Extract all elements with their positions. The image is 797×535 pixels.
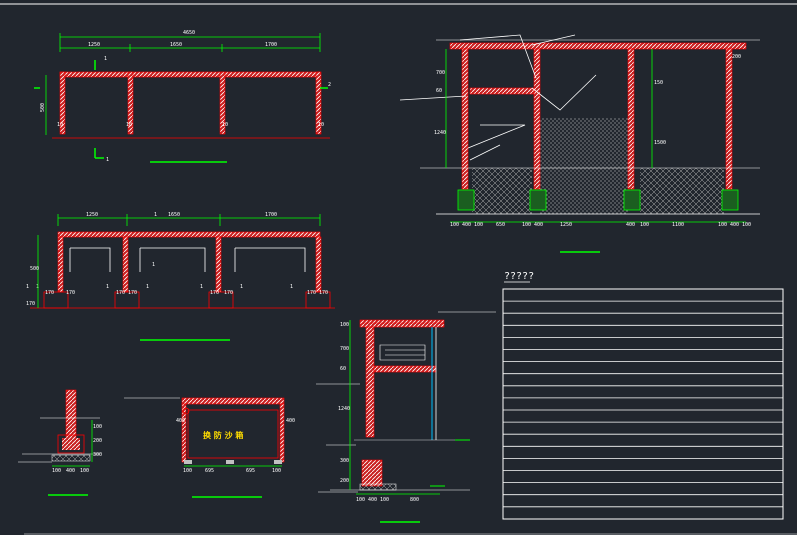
- plan-mid-base-1: 170: [45, 290, 54, 296]
- sign-dim-2: 695: [205, 468, 214, 474]
- plan-mid-base-4: 170: [128, 290, 137, 296]
- plan-top-span-1: 1250: [88, 42, 100, 48]
- small-detail-side-3: 300: [93, 452, 102, 458]
- small-detail: 100 400 100 100 200 300: [18, 389, 102, 496]
- elev-bottom-dim: 400: [626, 222, 635, 228]
- plan-top-side-dim: 500: [40, 103, 46, 112]
- plan-mid-mark: 1: [154, 212, 157, 218]
- elev-bottom-dim: 400: [462, 222, 471, 228]
- plan-top-overall-dim: 4650: [183, 30, 195, 36]
- elev-bottom-dim: 100: [640, 222, 649, 228]
- small-detail-dim-1: 100: [52, 468, 61, 474]
- plan-mid-span-1: 1250: [86, 212, 98, 218]
- plan-mid-mark-5: 1: [240, 284, 243, 290]
- plan-top-mark-3: 1: [106, 157, 109, 163]
- plan-mid-mark-4: 1: [200, 284, 203, 290]
- plan-top-post-1: 10: [57, 122, 63, 128]
- elev-bottom-dim: 100: [718, 222, 727, 228]
- section-left-1: 100: [340, 322, 349, 328]
- plan-mid-span-2: 1650: [168, 212, 180, 218]
- section-bottom-2: 400: [368, 497, 377, 503]
- elev-bottom-dim: 100: [450, 222, 459, 228]
- section-left-3: 60: [340, 366, 346, 372]
- small-detail-dim-2: 400: [66, 468, 75, 474]
- sign-dim-3: 695: [246, 468, 255, 474]
- plan-mid-mark-1: 1: [36, 284, 39, 290]
- plan-mid-mark-3: 1: [146, 284, 149, 290]
- plan-top-post-3: 10: [222, 122, 228, 128]
- plan-mid-mark-2: 1: [106, 284, 109, 290]
- sign-dim-4: 100: [272, 468, 281, 474]
- section-left-2: 700: [340, 346, 349, 352]
- elev-bottom-dim: 100: [742, 222, 751, 228]
- notes-table: ?????: [502, 271, 784, 520]
- elev-right-dim-3: 1500: [654, 140, 666, 146]
- plan-mid-base-8: 170: [319, 290, 328, 296]
- plan-top-post-2: 10: [126, 122, 132, 128]
- plan-mid-base-7: 170: [307, 290, 316, 296]
- plan-top-span-2: 1650: [170, 42, 182, 48]
- plan-top-post-4: 10: [318, 122, 324, 128]
- plan-mid-base-3: 170: [116, 290, 125, 296]
- plan-mid-base-6: 170: [224, 290, 233, 296]
- section-bottom: 100 700 60 1240 300 200 100 400 100 800: [316, 311, 496, 523]
- plan-top: 4650 1250 1650 1700 10 10 10 10 500 1 1 …: [34, 30, 331, 163]
- elev-left-dim-3: 1240: [434, 130, 446, 136]
- sign-side-1: 400: [176, 418, 185, 424]
- elev-bottom-dim: 1100: [672, 222, 684, 228]
- elev-left-dim-2: 60: [436, 88, 442, 94]
- small-detail-side-2: 200: [93, 438, 102, 444]
- sign-dim-1: 100: [183, 468, 192, 474]
- section-left-6: 200: [340, 478, 349, 484]
- sign-side-2: 400: [286, 418, 295, 424]
- elev-bottom-dim: 400: [730, 222, 739, 228]
- plan-mid-mark-7: 1: [152, 262, 155, 268]
- elev-bottom-dim: 100: [474, 222, 483, 228]
- plan-mid-base-2: 170: [66, 290, 75, 296]
- elev-left-dim-1: 700: [436, 70, 445, 76]
- plan-mid-base-5: 170: [210, 290, 219, 296]
- sign-detail: 换 防 沙 箱 100 695 695 100 400 400: [124, 397, 295, 498]
- section-bottom-3: 100: [380, 497, 389, 503]
- plan-top-span-3: 1700: [265, 42, 277, 48]
- notes-title: ?????: [504, 271, 534, 282]
- section-bottom-1: 100: [356, 497, 365, 503]
- small-detail-side-1: 100: [93, 424, 102, 430]
- plan-mid-mark-6: 1: [290, 284, 293, 290]
- elev-right-dim-2: 150: [654, 80, 663, 86]
- elev-bottom-dim: 100: [522, 222, 531, 228]
- elev-bottom-dim: 1250: [560, 222, 572, 228]
- plan-top-mark-2: 2: [328, 82, 331, 88]
- plan-mid-span-3: 1700: [265, 212, 277, 218]
- plan-mid: 1250 1650 1700 1 170 170 170 170 170 170…: [26, 212, 335, 341]
- section-bottom-4: 800: [410, 497, 419, 503]
- plan-top-mark-1: 1: [104, 56, 107, 62]
- section-left-5: 300: [340, 458, 349, 464]
- plan-mid-side-1: 500: [30, 266, 39, 272]
- plan-mid-side-2: 170: [26, 301, 35, 307]
- elev-bottom-dim: 400: [534, 222, 543, 228]
- small-detail-dim-3: 100: [80, 468, 89, 474]
- elev-bottom-dim: 650: [496, 222, 505, 228]
- elev-right-dim-1: 200: [732, 54, 741, 60]
- section-left-4: 1240: [338, 406, 350, 412]
- sign-text: 换 防 沙 箱: [203, 430, 243, 440]
- plan-mid-mark-8: 1: [26, 284, 29, 290]
